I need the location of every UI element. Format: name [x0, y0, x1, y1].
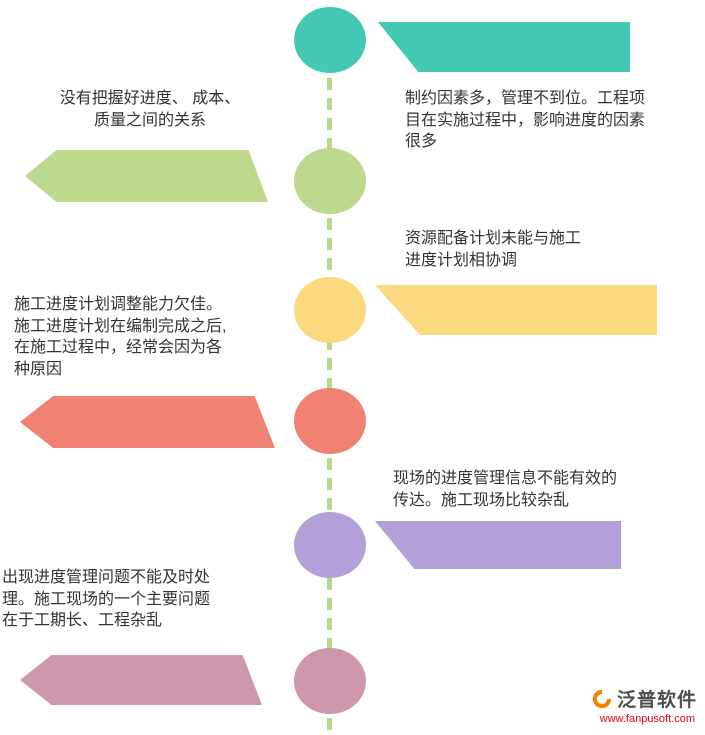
- note-text-6: 出现进度管理问题不能及时处 理。施工现场的一个主要问题 在于工期长、工程杂乱: [2, 569, 211, 629]
- timeline-node-circle-2: [294, 148, 366, 214]
- brand-url: www.fanpusoft.com: [599, 713, 695, 725]
- banner-arrow-1: [378, 22, 630, 72]
- note-text-2: 制约因素多，管理不到位。工程项 目在实施过程中，影响进度的因素 很多: [405, 90, 646, 150]
- timeline-dashed-line: [327, 38, 332, 735]
- banner-arrow-2: [25, 150, 268, 202]
- note-text-1: 没有把握好进度、 成本、 质量之间的关系: [59, 90, 241, 129]
- timeline-node-circle-6: [294, 648, 366, 714]
- banner-arrow-4: [20, 396, 275, 448]
- timeline-node-circle-3: [294, 277, 366, 343]
- brand-logo: 泛普软件 www.fanpusoft.com: [591, 685, 697, 725]
- fanpu-swirl-icon: [591, 688, 613, 710]
- brand-name: 泛普软件: [616, 690, 697, 711]
- note-text-5: 现场的进度管理信息不能有效的 传达。施工现场比较杂乱: [393, 470, 618, 509]
- note-text-4: 施工进度计划调整能力欠佳。 施工进度计划在编制完成之后, 在施工过程中，经常会因…: [14, 296, 227, 378]
- note-text-3: 资源配备计划未能与施工 进度计划相协调: [405, 230, 582, 269]
- timeline-node-circle-4: [294, 388, 366, 454]
- timeline-node-circle-1: [294, 7, 366, 73]
- timeline-node-circle-5: [294, 512, 366, 578]
- banner-arrow-5: [375, 521, 621, 569]
- banner-arrow-6: [20, 655, 262, 705]
- banner-arrow-3: [375, 285, 657, 335]
